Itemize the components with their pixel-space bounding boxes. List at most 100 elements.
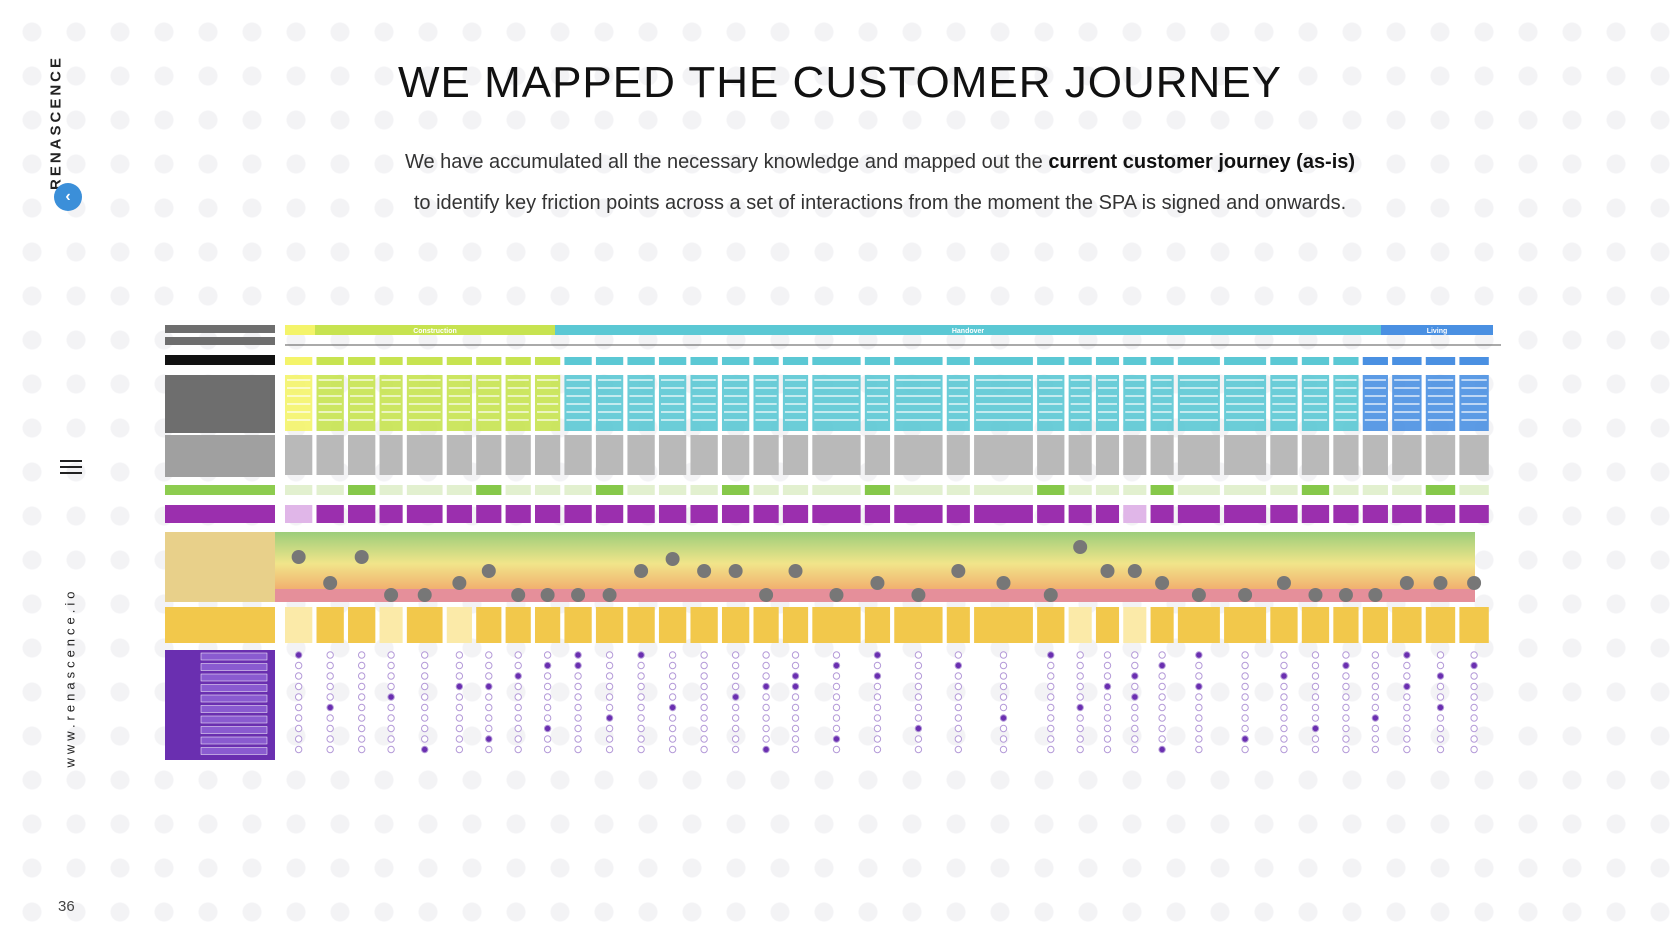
step-header bbox=[505, 357, 531, 365]
detail-line bbox=[478, 387, 500, 389]
dept-dot bbox=[455, 724, 464, 733]
insight-cell bbox=[864, 485, 891, 495]
detail-line bbox=[1070, 387, 1090, 389]
yellow-cell bbox=[1459, 607, 1489, 643]
dept-dot bbox=[1342, 714, 1350, 722]
detail-line bbox=[784, 411, 807, 413]
detail-line bbox=[1070, 395, 1090, 397]
dept-dot bbox=[1371, 672, 1380, 680]
insight-cell bbox=[348, 485, 376, 495]
emotion-point bbox=[481, 564, 496, 578]
insight-cell bbox=[535, 485, 561, 495]
chevron-left-icon[interactable]: ‹ bbox=[54, 183, 82, 211]
website-url[interactable]: www.renascence.io bbox=[62, 587, 78, 768]
detail-line bbox=[976, 387, 1031, 389]
dept-dot bbox=[637, 703, 645, 712]
detail-line bbox=[1152, 403, 1172, 405]
dept-dot bbox=[832, 693, 841, 701]
phase-bar-construction bbox=[315, 325, 555, 335]
dept-dot bbox=[1280, 661, 1288, 670]
step-header bbox=[1123, 357, 1147, 365]
detail-line bbox=[629, 395, 653, 397]
detail-line bbox=[507, 387, 529, 389]
insight-cell bbox=[1459, 485, 1489, 495]
emotion-point bbox=[354, 550, 369, 564]
dept-dot bbox=[1470, 735, 1478, 743]
dept-dot bbox=[1436, 714, 1445, 722]
step-header bbox=[1177, 357, 1220, 365]
detail-line bbox=[723, 411, 748, 413]
emotion-point bbox=[1191, 588, 1206, 602]
dept-dot bbox=[514, 682, 522, 691]
insight-cell bbox=[658, 485, 687, 495]
dept-dot bbox=[1371, 693, 1380, 701]
detail-line bbox=[896, 419, 941, 421]
dept-dot bbox=[605, 724, 614, 733]
dept-dot bbox=[731, 745, 740, 754]
dept-dot bbox=[1280, 714, 1288, 722]
detail-line bbox=[1125, 403, 1145, 405]
dept-dot bbox=[1158, 682, 1166, 691]
yellow-cell bbox=[812, 607, 861, 643]
dept-dot bbox=[1047, 661, 1055, 670]
subtitle-text-2: to identify key friction points across a… bbox=[413, 192, 1347, 214]
dept-dot bbox=[1158, 651, 1166, 659]
pain-cell bbox=[974, 505, 1033, 523]
emotion-point bbox=[665, 552, 680, 566]
dept-dot bbox=[485, 724, 493, 733]
dept-dot bbox=[1311, 693, 1320, 701]
step-header bbox=[1301, 357, 1330, 365]
dept-dot bbox=[357, 651, 366, 659]
dept-dot bbox=[1436, 724, 1445, 733]
touchpoint-cell bbox=[1224, 435, 1267, 475]
dept-dot bbox=[543, 693, 552, 701]
dept-dot bbox=[1280, 682, 1288, 691]
dept-dot bbox=[1403, 693, 1411, 701]
emotion-low bbox=[275, 589, 1475, 602]
insight-cell bbox=[1392, 485, 1422, 495]
detail-line bbox=[350, 419, 374, 421]
dept-dot bbox=[387, 682, 395, 691]
touchpoint-cell bbox=[1392, 435, 1422, 475]
detail-line bbox=[1335, 379, 1357, 381]
emotion-point bbox=[571, 588, 586, 602]
dept-dot bbox=[914, 735, 923, 743]
detail-line bbox=[814, 403, 859, 405]
dept-dot bbox=[791, 703, 800, 712]
dept-dot bbox=[294, 651, 303, 659]
detail-line bbox=[784, 387, 807, 389]
dept-dot bbox=[1131, 735, 1139, 743]
dept-dot bbox=[1076, 703, 1084, 712]
yellow-cell bbox=[894, 607, 943, 643]
step-header bbox=[1392, 357, 1422, 365]
detail-line bbox=[660, 411, 685, 413]
touchpoint-cell bbox=[1095, 435, 1120, 475]
dept-dot bbox=[1131, 703, 1139, 712]
step-header bbox=[721, 357, 750, 365]
row-label bbox=[165, 607, 275, 643]
dept-dot bbox=[1195, 693, 1203, 701]
step-header bbox=[974, 357, 1033, 365]
detail-line bbox=[1039, 379, 1063, 381]
phase-label-living: Living bbox=[1427, 328, 1448, 335]
detail-line bbox=[866, 419, 889, 421]
dept-dot bbox=[357, 745, 366, 754]
pain-cell bbox=[1270, 505, 1298, 523]
detail-line bbox=[1039, 411, 1063, 413]
dept-dot bbox=[700, 651, 708, 659]
emotion-point bbox=[511, 588, 526, 602]
dept-dot bbox=[832, 672, 841, 680]
dept-dot bbox=[514, 735, 522, 743]
detail-line bbox=[381, 395, 401, 397]
dept-dot bbox=[1403, 735, 1411, 743]
phase-bar-handover bbox=[555, 325, 1381, 335]
dept-dot bbox=[543, 682, 552, 691]
dept-dot bbox=[1131, 672, 1139, 680]
dept-dot bbox=[455, 703, 464, 712]
dept-dot bbox=[1076, 672, 1084, 680]
touchpoint-cell bbox=[1150, 435, 1174, 475]
touchpoint-cell bbox=[1177, 435, 1220, 475]
touchpoint-cell bbox=[595, 435, 624, 475]
menu-icon[interactable] bbox=[60, 460, 82, 478]
detail-line bbox=[629, 403, 653, 405]
